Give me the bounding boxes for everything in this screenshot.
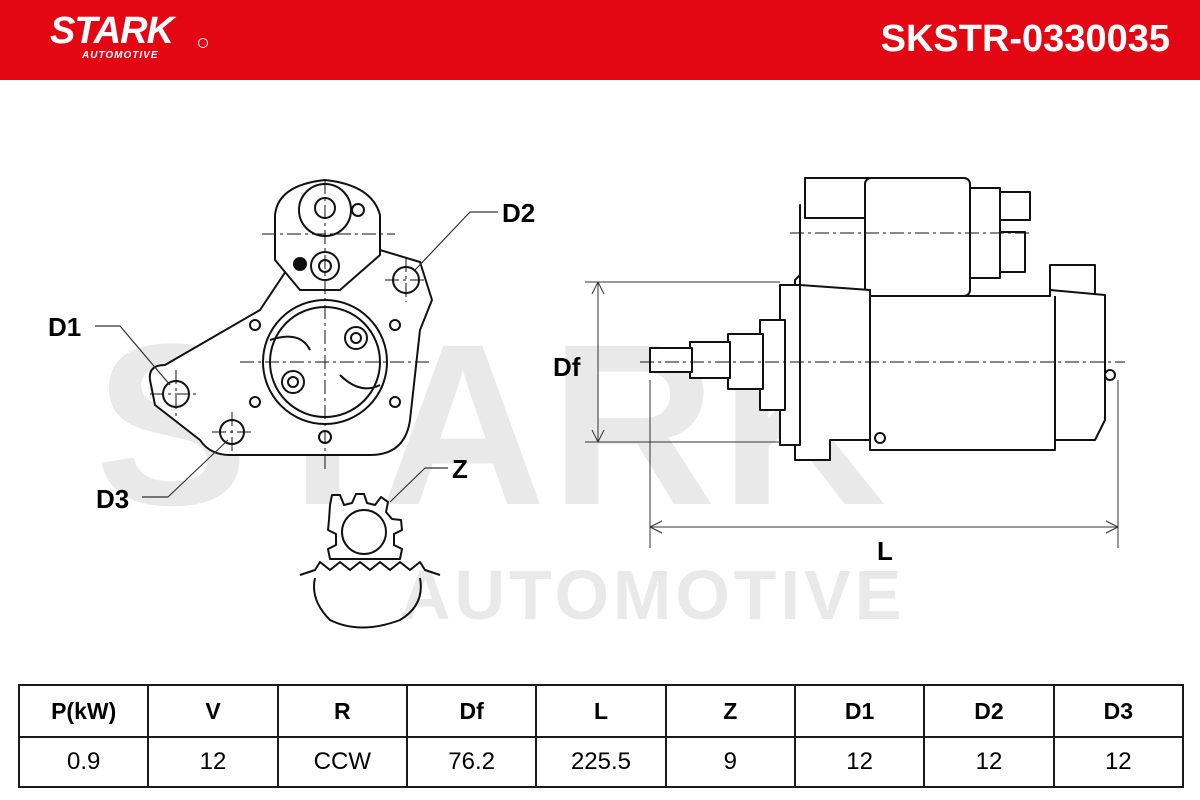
label-d3: D3: [96, 484, 130, 514]
spec-value-l: 225.5: [535, 736, 667, 788]
brand-subtitle: AUTOMOTIVE: [82, 50, 159, 61]
label-d2: D2: [502, 198, 536, 228]
spec-value-df: 76.2: [405, 736, 538, 788]
technical-drawing: STARK AUTOMOTIVE: [0, 80, 1200, 670]
starter-side-view: [649, 177, 1116, 461]
brand-logo: STARK: [50, 10, 174, 52]
spec-value-d2: 12: [923, 736, 1055, 788]
spec-value-row: 0.9 12 CCW 76.2 225.5 9 12 12 12: [17, 736, 1185, 788]
registered-mark-icon: [198, 38, 208, 48]
watermark-subtitle: AUTOMOTIVE: [400, 556, 906, 634]
label-z: Z: [452, 454, 468, 484]
starter-front-view: [148, 179, 433, 456]
spec-header-rotation: R: [276, 684, 408, 738]
spec-header-d3: D3: [1052, 684, 1185, 738]
label-df: Df: [553, 352, 581, 382]
spec-value-rotation: CCW: [276, 736, 408, 788]
label-l: L: [877, 536, 893, 566]
label-d1: D1: [48, 312, 82, 342]
spec-value-voltage: 12: [147, 736, 279, 788]
brand-header: STARK AUTOMOTIVE SKSTR-0330035: [0, 0, 1200, 80]
spec-header-power: P(kW): [17, 684, 150, 738]
spec-header-z: Z: [664, 684, 796, 738]
spec-header-row: P(kW) V R Df L Z D1 D2 D3: [17, 684, 1185, 738]
spec-header-d2: D2: [923, 684, 1055, 738]
starter-drawing-svg: [95, 177, 1125, 629]
pinion-gear: [299, 493, 441, 629]
spec-header-l: L: [535, 684, 667, 738]
spec-value-d3: 12: [1052, 736, 1185, 788]
spec-header-df: Df: [405, 684, 538, 738]
spec-value-z: 9: [664, 736, 796, 788]
part-number: SKSTR-0330035: [880, 18, 1170, 60]
spec-table: P(kW) V R Df L Z D1 D2 D3 0.9 12 CCW 76.…: [17, 684, 1185, 788]
spec-value-d1: 12: [793, 736, 926, 788]
spec-value-power: 0.9: [17, 736, 150, 788]
spec-header-d1: D1: [793, 684, 926, 738]
spec-header-voltage: V: [147, 684, 279, 738]
